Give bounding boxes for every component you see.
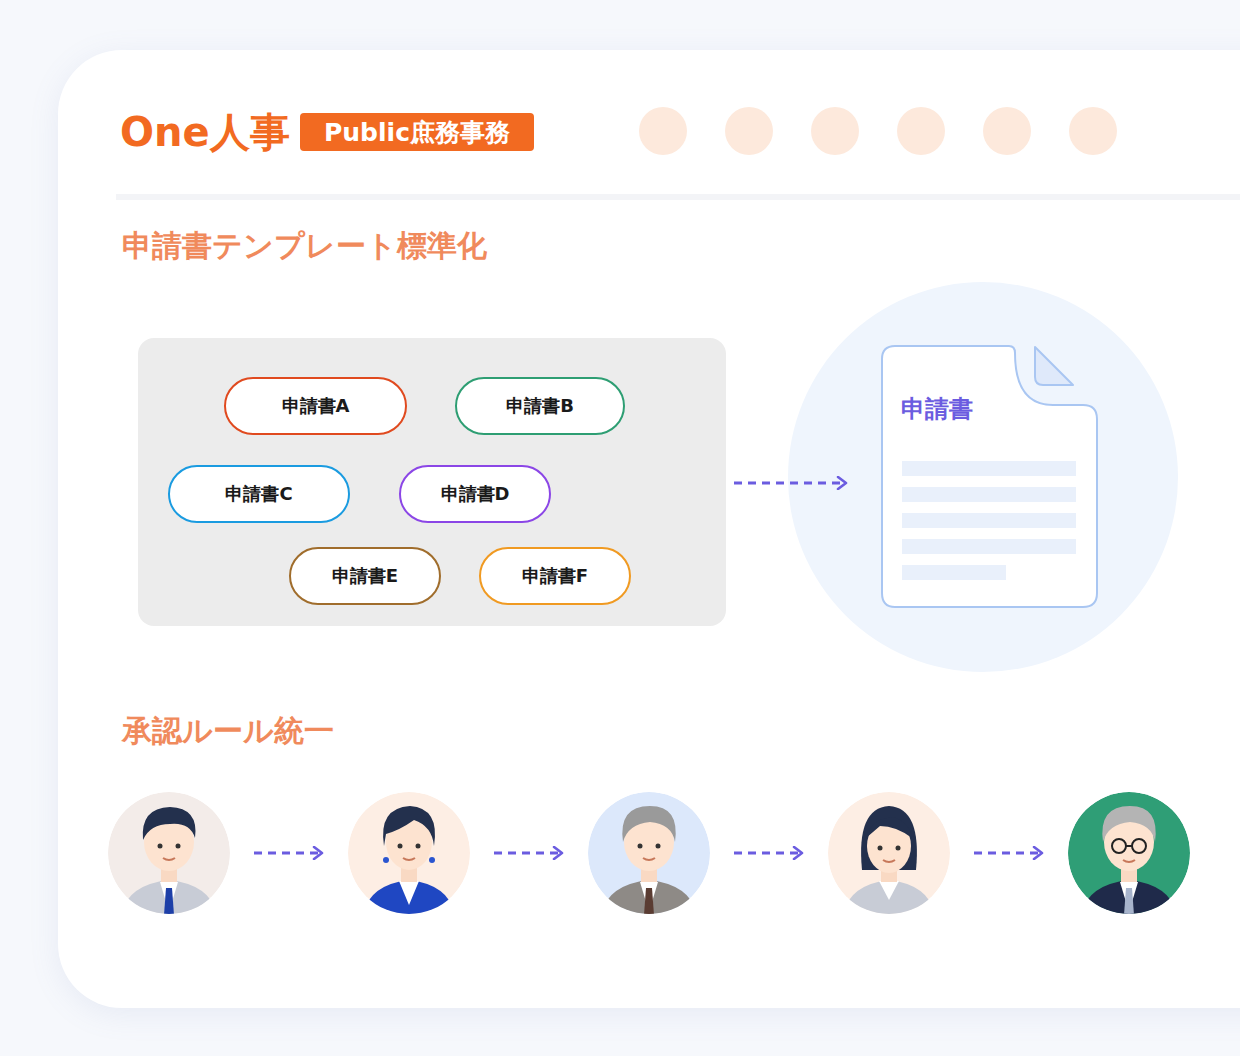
node-text: 申請書F	[522, 564, 588, 588]
node-text: 申請書B	[506, 394, 574, 418]
node-text: 申請書E	[332, 564, 398, 588]
node-text: Public庶務事務	[324, 116, 510, 149]
template-panel	[138, 338, 726, 626]
document-title: 申請書	[901, 393, 973, 425]
avatar	[348, 792, 470, 920]
avatar	[1068, 792, 1190, 920]
divider	[116, 194, 1240, 200]
flow-arrow	[734, 482, 846, 485]
avatar	[588, 792, 710, 920]
section-heading: 承認ルール統一	[122, 711, 334, 752]
form-pill: 申請書B	[455, 377, 625, 435]
node-text: 申請書A	[282, 394, 350, 418]
decor-dots	[639, 107, 1117, 155]
node-text: 申請書C	[225, 482, 292, 506]
product-badge: Public庶務事務	[300, 113, 534, 151]
form-pill: 申請書F	[479, 547, 631, 605]
form-pill: 申請書E	[289, 547, 441, 605]
section-heading: 申請書テンプレート標準化	[122, 226, 487, 267]
avatar	[108, 792, 230, 920]
form-pill: 申請書D	[399, 465, 551, 523]
node-text: 申請書D	[441, 482, 510, 506]
form-pill: 申請書C	[168, 465, 350, 523]
document-shape: 申請書	[881, 345, 1098, 608]
doc-circle	[788, 282, 1178, 672]
avatar	[828, 792, 950, 920]
document-outline	[881, 345, 1098, 608]
logo-text: One人事	[120, 105, 290, 160]
form-pill: 申請書A	[224, 377, 407, 435]
